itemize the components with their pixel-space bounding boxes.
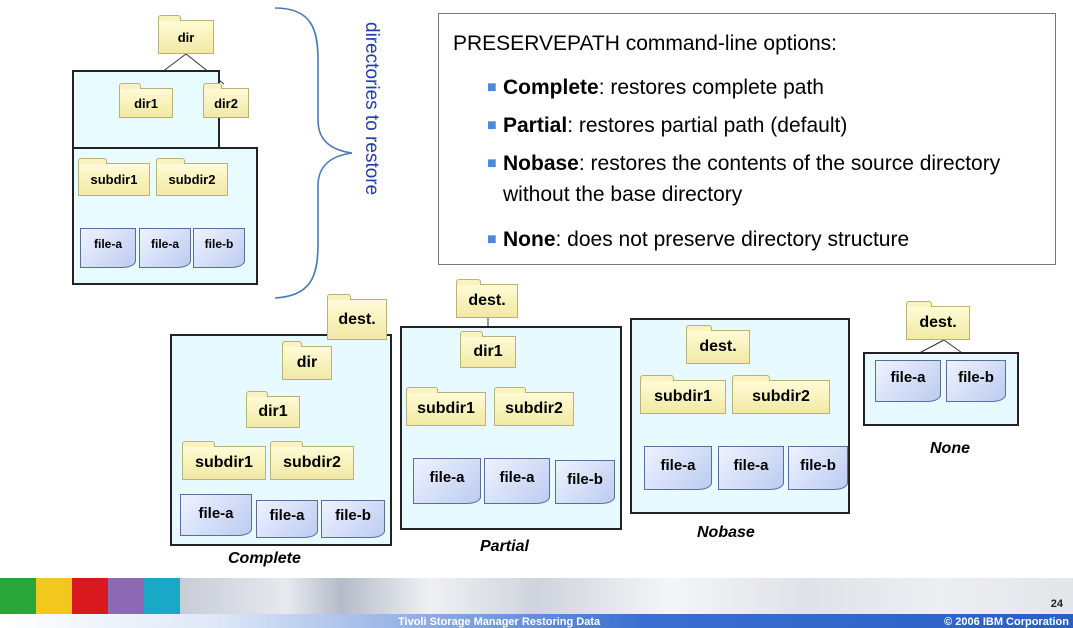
- preservepath-options-box: PRESERVEPATH command-line options: ■ Com…: [438, 13, 1056, 265]
- partial-subdir2-folder: subdir2: [494, 387, 574, 426]
- source-subdir2-folder: subdir2: [156, 158, 228, 196]
- footer-photo-strip: [180, 578, 1073, 614]
- option-none: ■ None: does not preserve directory stru…: [487, 224, 1047, 255]
- nobase-subdir2-folder: subdir2: [732, 375, 830, 414]
- file-label: file-b: [335, 507, 371, 524]
- option-term: Partial: [503, 114, 568, 137]
- none-dest-folder: dest.: [906, 301, 970, 340]
- option-term: Nobase: [503, 152, 579, 175]
- nobase-caption: Nobase: [697, 524, 755, 541]
- file-label: file-a: [429, 469, 465, 486]
- folder-label: dir1: [473, 343, 503, 360]
- nobase-dest-folder: dest.: [686, 325, 750, 364]
- nobase-file-b: file-b: [788, 446, 848, 490]
- complete-dir1-folder: dir1: [246, 391, 300, 428]
- option-desc: : restores partial path (default): [567, 114, 848, 137]
- partial-caption: Partial: [480, 538, 529, 555]
- partial-file-b: file-b: [555, 460, 615, 504]
- file-label: file-b: [958, 369, 994, 386]
- complete-file-a-2: file-a: [256, 500, 318, 538]
- none-caption: None: [930, 440, 970, 457]
- folder-label: subdir2: [168, 172, 216, 187]
- folder-label: dest.: [468, 292, 506, 309]
- source-dir1-folder: dir1: [119, 83, 173, 118]
- folder-label: subdir1: [195, 454, 253, 471]
- folder-label: subdir1: [90, 172, 138, 187]
- bullet-icon: ■: [487, 231, 497, 248]
- folder-label: dir2: [214, 95, 238, 111]
- complete-subdir2-folder: subdir2: [270, 441, 354, 480]
- file-label: file-a: [269, 507, 305, 524]
- bullet-icon: ■: [487, 117, 497, 134]
- footer-color-cyan: [144, 578, 180, 614]
- file-label: file-a: [733, 457, 769, 474]
- footer-page-number: 24: [1050, 598, 1063, 610]
- partial-file-a-2: file-a: [484, 458, 550, 504]
- file-label: file-a: [890, 369, 926, 386]
- none-file-b: file-b: [946, 360, 1006, 402]
- option-desc: : restores the contents of the source di…: [503, 152, 1001, 206]
- file-label: file-a: [660, 457, 696, 474]
- option-nobase: ■ Nobase: restores the contents of the s…: [487, 148, 1047, 210]
- partial-subdir1-folder: subdir1: [406, 387, 486, 426]
- file-label: file-b: [204, 237, 234, 251]
- footer-title: Tivoli Storage Manager Restoring Data: [398, 616, 601, 628]
- folder-label: subdir2: [752, 388, 810, 405]
- option-desc: : restores complete path: [598, 76, 824, 99]
- folder-label: dir1: [134, 95, 158, 111]
- complete-dir-folder: dir: [282, 341, 332, 380]
- nobase-file-a-1: file-a: [644, 446, 712, 490]
- folder-label: subdir1: [654, 388, 712, 405]
- none-file-a: file-a: [875, 360, 941, 402]
- file-label: file-a: [93, 237, 122, 251]
- folder-label: subdir2: [283, 454, 341, 471]
- complete-dest-folder: dest.: [327, 294, 387, 340]
- source-file-b: file-b: [193, 228, 245, 268]
- option-complete: ■ Complete: restores complete path: [487, 72, 1047, 103]
- file-label: file-b: [800, 457, 836, 474]
- folder-label: subdir2: [505, 400, 563, 417]
- source-dir-folder: dir: [158, 15, 214, 54]
- source-subdir1-folder: subdir1: [78, 158, 150, 196]
- nobase-file-a-2: file-a: [718, 446, 784, 490]
- footer: 24 Tivoli Storage Manager Restoring Data…: [0, 578, 1073, 628]
- source-file-a-2: file-a: [139, 228, 191, 268]
- nobase-subdir1-folder: subdir1: [640, 375, 726, 414]
- folder-label: dir1: [258, 403, 288, 420]
- footer-color-green: [0, 578, 36, 614]
- partial-dest-folder: dest.: [456, 279, 518, 318]
- option-term: None: [503, 228, 556, 251]
- folder-label: dest.: [338, 310, 376, 328]
- bullet-icon: ■: [487, 155, 497, 172]
- source-dir2-folder: dir2: [203, 83, 249, 118]
- file-label: file-b: [567, 471, 603, 488]
- directories-to-restore-label: directories to restore: [361, 22, 382, 196]
- file-label: file-a: [150, 237, 179, 251]
- option-partial: ■ Partial: restores partial path (defaul…: [487, 110, 1047, 141]
- option-term: Complete: [503, 76, 599, 99]
- folder-label: dir: [296, 354, 318, 371]
- bullet-icon: ■: [487, 79, 497, 96]
- footer-bar: [0, 614, 1073, 628]
- footer-color-yellow: [36, 578, 72, 614]
- options-heading: PRESERVEPATH command-line options:: [453, 32, 837, 55]
- folder-label: dir: [177, 29, 195, 45]
- footer-color-purple: [108, 578, 144, 614]
- file-label: file-a: [198, 505, 234, 522]
- source-file-a-1: file-a: [80, 228, 136, 268]
- complete-subdir1-folder: subdir1: [182, 441, 266, 480]
- folder-label: dest.: [919, 314, 957, 331]
- file-label: file-a: [499, 469, 535, 486]
- folder-label: dest.: [699, 338, 737, 355]
- complete-caption: Complete: [228, 550, 301, 567]
- footer-color-red: [72, 578, 108, 614]
- folder-label: subdir1: [417, 400, 475, 417]
- footer-copyright: © 2006 IBM Corporation: [944, 616, 1069, 628]
- partial-file-a-1: file-a: [413, 458, 481, 504]
- complete-file-b: file-b: [321, 500, 385, 538]
- option-desc: : does not preserve directory structure: [555, 228, 910, 251]
- partial-dir1-folder: dir1: [460, 331, 516, 368]
- complete-file-a-1: file-a: [180, 494, 252, 536]
